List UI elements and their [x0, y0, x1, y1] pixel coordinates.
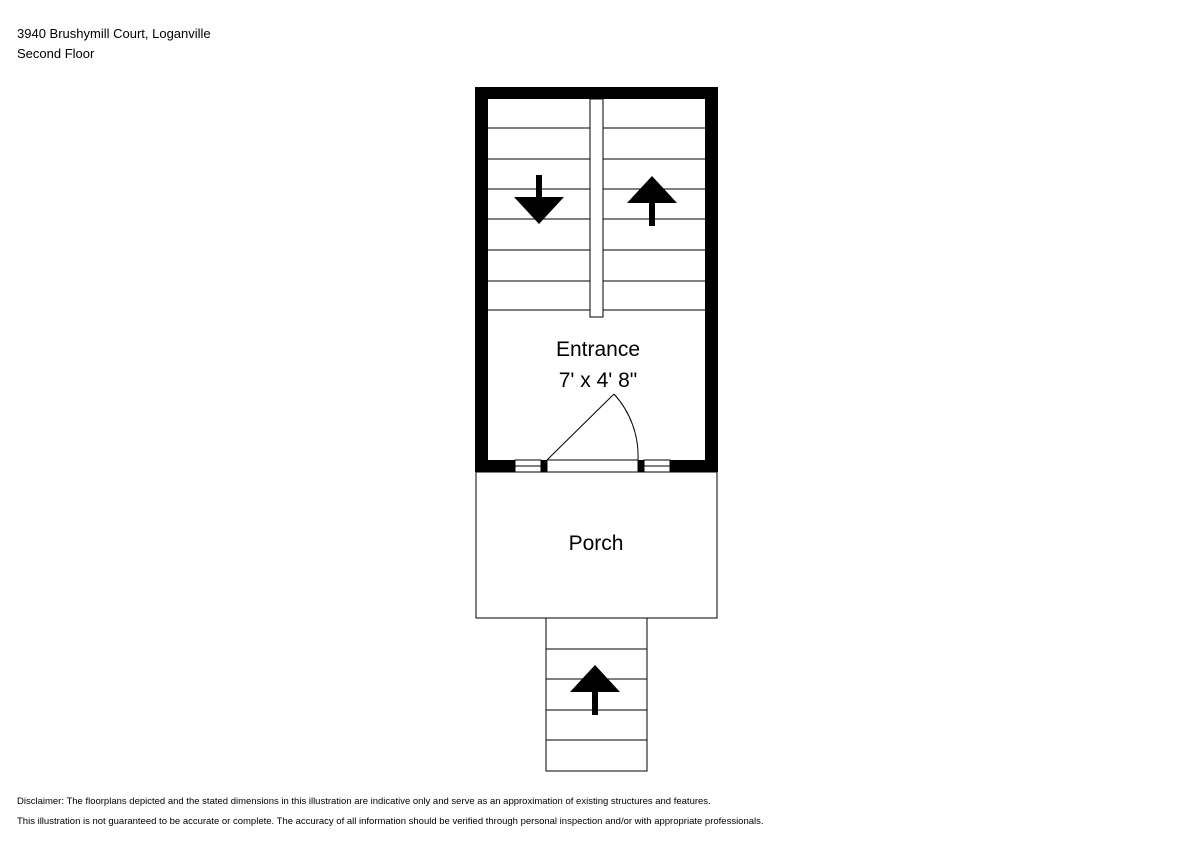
floor-label: Second Floor — [17, 46, 95, 61]
arrow-up-icon — [570, 665, 620, 715]
arrow-down-icon — [514, 175, 564, 224]
property-address: 3940 Brushymill Court, Loganville — [17, 26, 211, 41]
entrance-name: Entrance — [556, 338, 640, 361]
plan-header: 3940 Brushymill Court, Loganville Second… — [17, 24, 211, 64]
disclaimer-line-1: Disclaimer: The floorplans depicted and … — [17, 796, 711, 807]
porch-area — [475, 471, 718, 619]
stair-treads-up — [603, 127, 705, 282]
disclaimer: Disclaimer: The floorplans depicted and … — [17, 792, 764, 832]
disclaimer-line-2: This illustration is not guaranteed to b… — [17, 816, 764, 827]
window-right — [643, 459, 671, 473]
arrow-up-icon — [627, 176, 677, 226]
entrance-dimensions: 7' x 4' 8" — [559, 369, 638, 392]
outer-walls — [475, 87, 718, 472]
stair-divider — [488, 98, 705, 318]
porch-name: Porch — [569, 532, 624, 555]
entrance-door — [546, 393, 639, 473]
window-left — [514, 459, 542, 473]
